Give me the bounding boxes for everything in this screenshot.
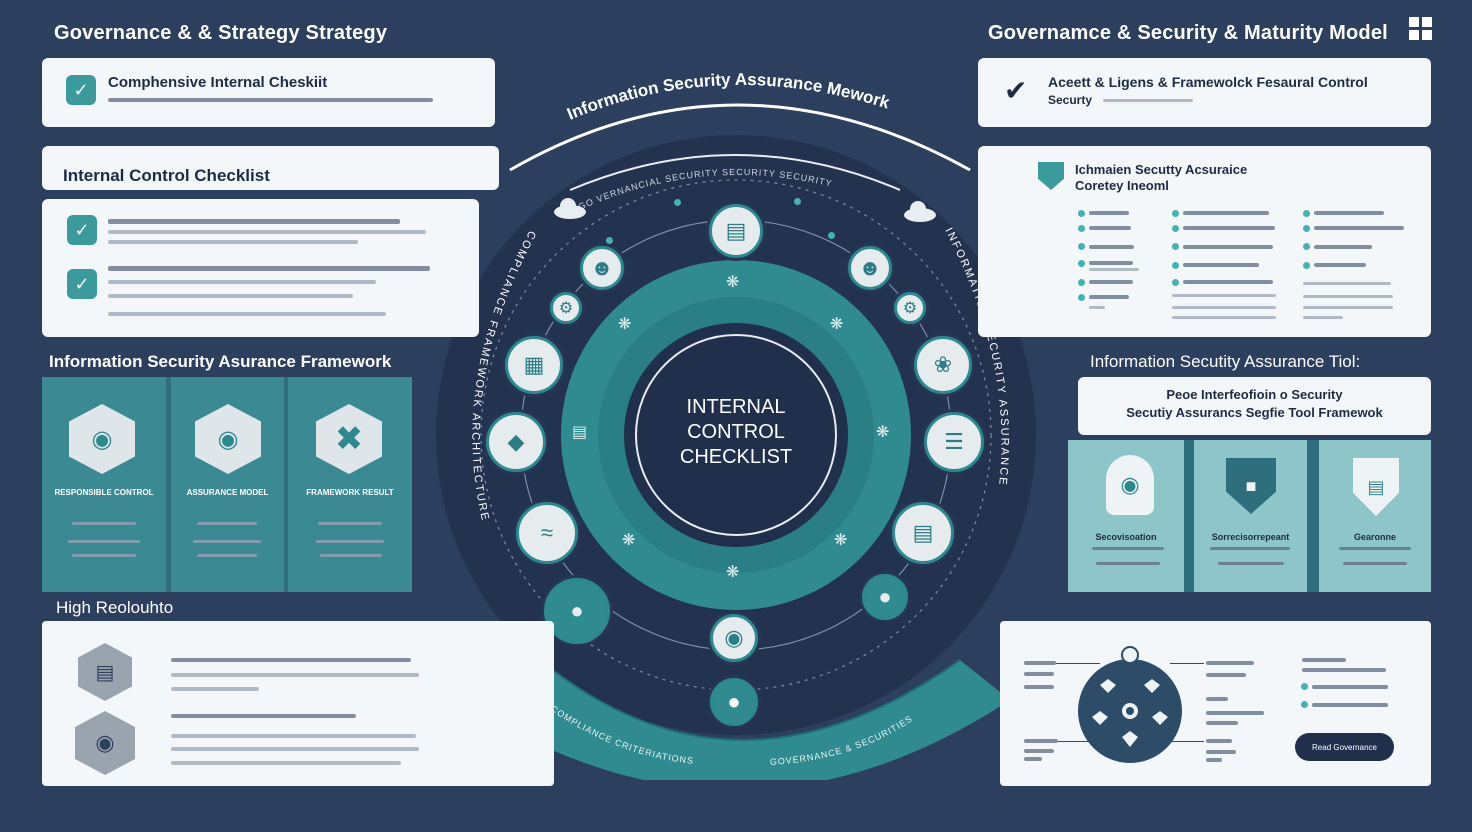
card-title: Aceett & Ligens & Framewolck Fesaural Co… [1048, 74, 1368, 90]
globe-icon[interactable]: ● [544, 578, 610, 644]
user-icon[interactable]: ☻ [580, 246, 624, 290]
comprehensive-checklist-card[interactable]: ✓ Comphensive Internal Cheskiit [42, 58, 495, 127]
tool-card-label: Sorrecisorrepeant [1211, 532, 1290, 542]
tool-framework-card: Peoe Interfeofioin o Security Secutiy As… [1078, 377, 1431, 435]
left-header-title: Governance & & Strategy Strategy [54, 22, 388, 44]
read-governance-button[interactable]: Read Governance [1295, 733, 1394, 761]
tool-card[interactable]: ■ Sorrecisorrepeant [1194, 440, 1307, 592]
right-header-title: Governamce & Security & Maturity Model [988, 22, 1388, 44]
shield-icon[interactable]: ◆ [486, 412, 546, 472]
svg-text:Information Security Assurance: Information Security Assurance Mework [564, 70, 892, 124]
cloud-icon [554, 198, 586, 219]
framework-card[interactable]: ◉ ASSURANCE MODEL [171, 377, 284, 592]
link-icon: ❋ [622, 532, 636, 549]
checklist-icon[interactable]: ☰ [924, 412, 984, 472]
shield-icon [1038, 162, 1064, 190]
center-label-line3: CHECKLIST [679, 446, 793, 468]
card-subtitle: Securty [1048, 93, 1093, 107]
bot-icon[interactable]: ● [862, 574, 908, 620]
shield-icon: ◉ [69, 404, 135, 474]
gear-icon[interactable]: ⚙ [894, 292, 926, 324]
node-hub-diagram [1078, 646, 1182, 763]
link-icon: ❋ [726, 274, 740, 291]
framework-card[interactable]: ◉ RESPONSIBLE CONTROL [42, 377, 166, 592]
framework-card-label: FRAMEWORK RESULT [306, 488, 394, 497]
link-icon: ❋ [830, 316, 844, 333]
button-label: Read Governance [1312, 742, 1377, 752]
tool-title-line1: Peoe Interfeofioin o Security [1166, 387, 1343, 402]
shield-icon: ■ [1226, 458, 1276, 514]
grid-menu-icon[interactable] [1408, 16, 1434, 42]
key-icon[interactable]: ● [710, 678, 758, 726]
control-framework-card[interactable]: ✔ Aceett & Ligens & Framewolck Fesaural … [978, 58, 1431, 127]
check-shield-icon: ✓ [67, 269, 97, 299]
monitor-shield-icon: ▤ [78, 643, 132, 701]
assurance-detail-card[interactable]: Ichmaien Secutty Acsuraice Coretey Ineom… [978, 146, 1431, 337]
badge-shield-icon: ▤ [1353, 458, 1399, 516]
server-icon[interactable]: ▦ [505, 336, 563, 394]
tool-card-label: Gearonne [1353, 532, 1396, 542]
link-icon: ❋ [834, 532, 848, 549]
checklist-items-card[interactable]: ✓ ✓ [42, 199, 479, 337]
chart-icon[interactable]: ≈ [516, 502, 578, 564]
framework-card-label: RESPONSIBLE CONTROL [54, 488, 154, 497]
network-icon[interactable]: ❀ [914, 336, 972, 394]
link-icon: ❋ [726, 564, 740, 581]
framework-section-title: Information Security Asurance Framework [49, 352, 392, 371]
report-icon[interactable]: ▤ [892, 502, 954, 564]
resolution-section-title: High Reolouhto [56, 598, 174, 617]
user-icon[interactable]: ☻ [848, 246, 892, 290]
framework-card-label: ASSURANCE MODEL [186, 488, 269, 497]
shield-icon: ◉ [195, 404, 261, 474]
check-shield-icon: ✓ [66, 75, 96, 105]
check-shield-icon: ✓ [67, 215, 97, 245]
link-icon: ❋ [618, 316, 632, 333]
tool-card[interactable]: ▤ Gearonne [1319, 440, 1431, 592]
gear-icon[interactable]: ⚙ [550, 292, 582, 324]
section-title: Internal Control Checklist [63, 166, 270, 185]
card-title-line1: Ichmaien Secutty Acsuraice [1075, 162, 1248, 177]
checkmark-icon: ✔ [1004, 75, 1028, 106]
lock-shield-icon: ◉ [75, 711, 135, 775]
close-shield-icon: ✖ [316, 404, 382, 474]
fingerprint-icon: ◉ [1106, 455, 1154, 515]
link-icon: ❋ [876, 424, 890, 441]
center-label: INTERNAL CONTROL CHECKLIST [636, 395, 836, 470]
document-icon[interactable]: ▤ [709, 204, 763, 258]
tool-card[interactable]: ◉ Secovisoation [1068, 440, 1184, 592]
model-overview-card[interactable]: Read Governance [1000, 621, 1431, 786]
lock-icon[interactable]: ◉ [710, 614, 758, 662]
arc-title: Information Security Assurance Mework [564, 70, 892, 124]
center-label-line2: CONTROL [687, 421, 785, 443]
internal-control-checklist-header: Internal Control Checklist [42, 146, 499, 190]
cloud-icon [904, 201, 936, 222]
tool-title-line2: Secutiy Assurancs Segfie Tool Framewok [1126, 405, 1383, 420]
tool-section-title: Information Secutity Assurance Tiol: [1090, 352, 1361, 371]
tool-card-label: Secovisoation [1095, 532, 1157, 542]
card-title-line2: Coretey Ineoml [1075, 178, 1169, 193]
resolution-card[interactable]: ▤ ◉ [42, 621, 554, 786]
framework-card[interactable]: ✖ FRAMEWORK RESULT [288, 377, 412, 592]
doc-check-icon: ▤ [572, 424, 588, 441]
card-title: Comphensive Internal Cheskiit [108, 74, 328, 91]
center-label-line1: INTERNAL [686, 396, 786, 418]
